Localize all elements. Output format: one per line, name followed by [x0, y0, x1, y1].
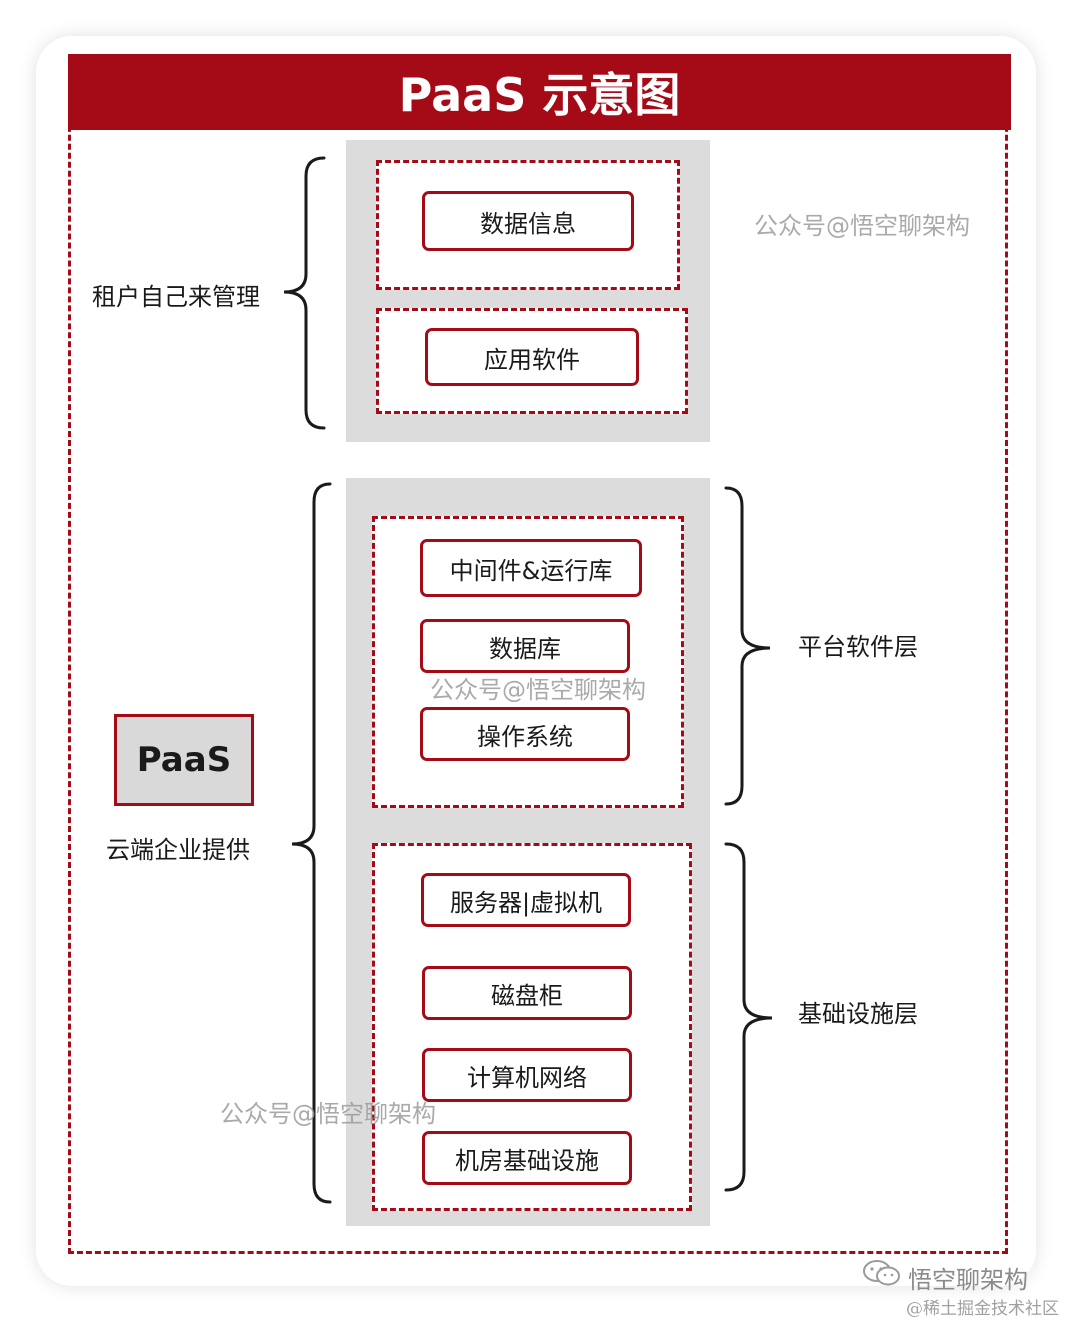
item-data-info: 数据信息 — [422, 191, 634, 251]
footer-brand: 悟空聊架构 — [908, 1266, 1028, 1294]
infra-layer-label: 基础设施层 — [798, 1000, 918, 1028]
brace-tenant — [283, 156, 326, 430]
item-network: 计算机网络 — [422, 1048, 632, 1102]
tenant-label: 租户自己来管理 — [92, 283, 260, 311]
wechat-icon — [862, 1258, 902, 1288]
watermark-middle: 公众号@悟空聊架构 — [430, 676, 646, 704]
diagram-title: PaaS 示意图 — [68, 54, 1011, 130]
item-server-vm: 服务器|虚拟机 — [421, 873, 631, 927]
brace-infra — [724, 842, 773, 1192]
footer-credit: @稀土掘金技术社区 — [906, 1299, 1059, 1319]
brace-platform — [724, 486, 771, 806]
brace-provider — [291, 482, 332, 1204]
watermark-bottom: 公众号@悟空聊架构 — [220, 1100, 436, 1128]
item-datacenter: 机房基础设施 — [422, 1131, 632, 1185]
item-database: 数据库 — [420, 619, 630, 673]
item-disk-cabinet: 磁盘柜 — [422, 966, 632, 1020]
platform-layer-label: 平台软件层 — [798, 633, 918, 661]
item-app-software: 应用软件 — [425, 328, 639, 386]
watermark-top: 公众号@悟空聊架构 — [754, 212, 970, 240]
paas-box: PaaS — [114, 714, 254, 806]
item-os: 操作系统 — [420, 707, 630, 761]
item-middleware: 中间件&运行库 — [420, 539, 642, 597]
provider-label: 云端企业提供 — [106, 836, 250, 864]
